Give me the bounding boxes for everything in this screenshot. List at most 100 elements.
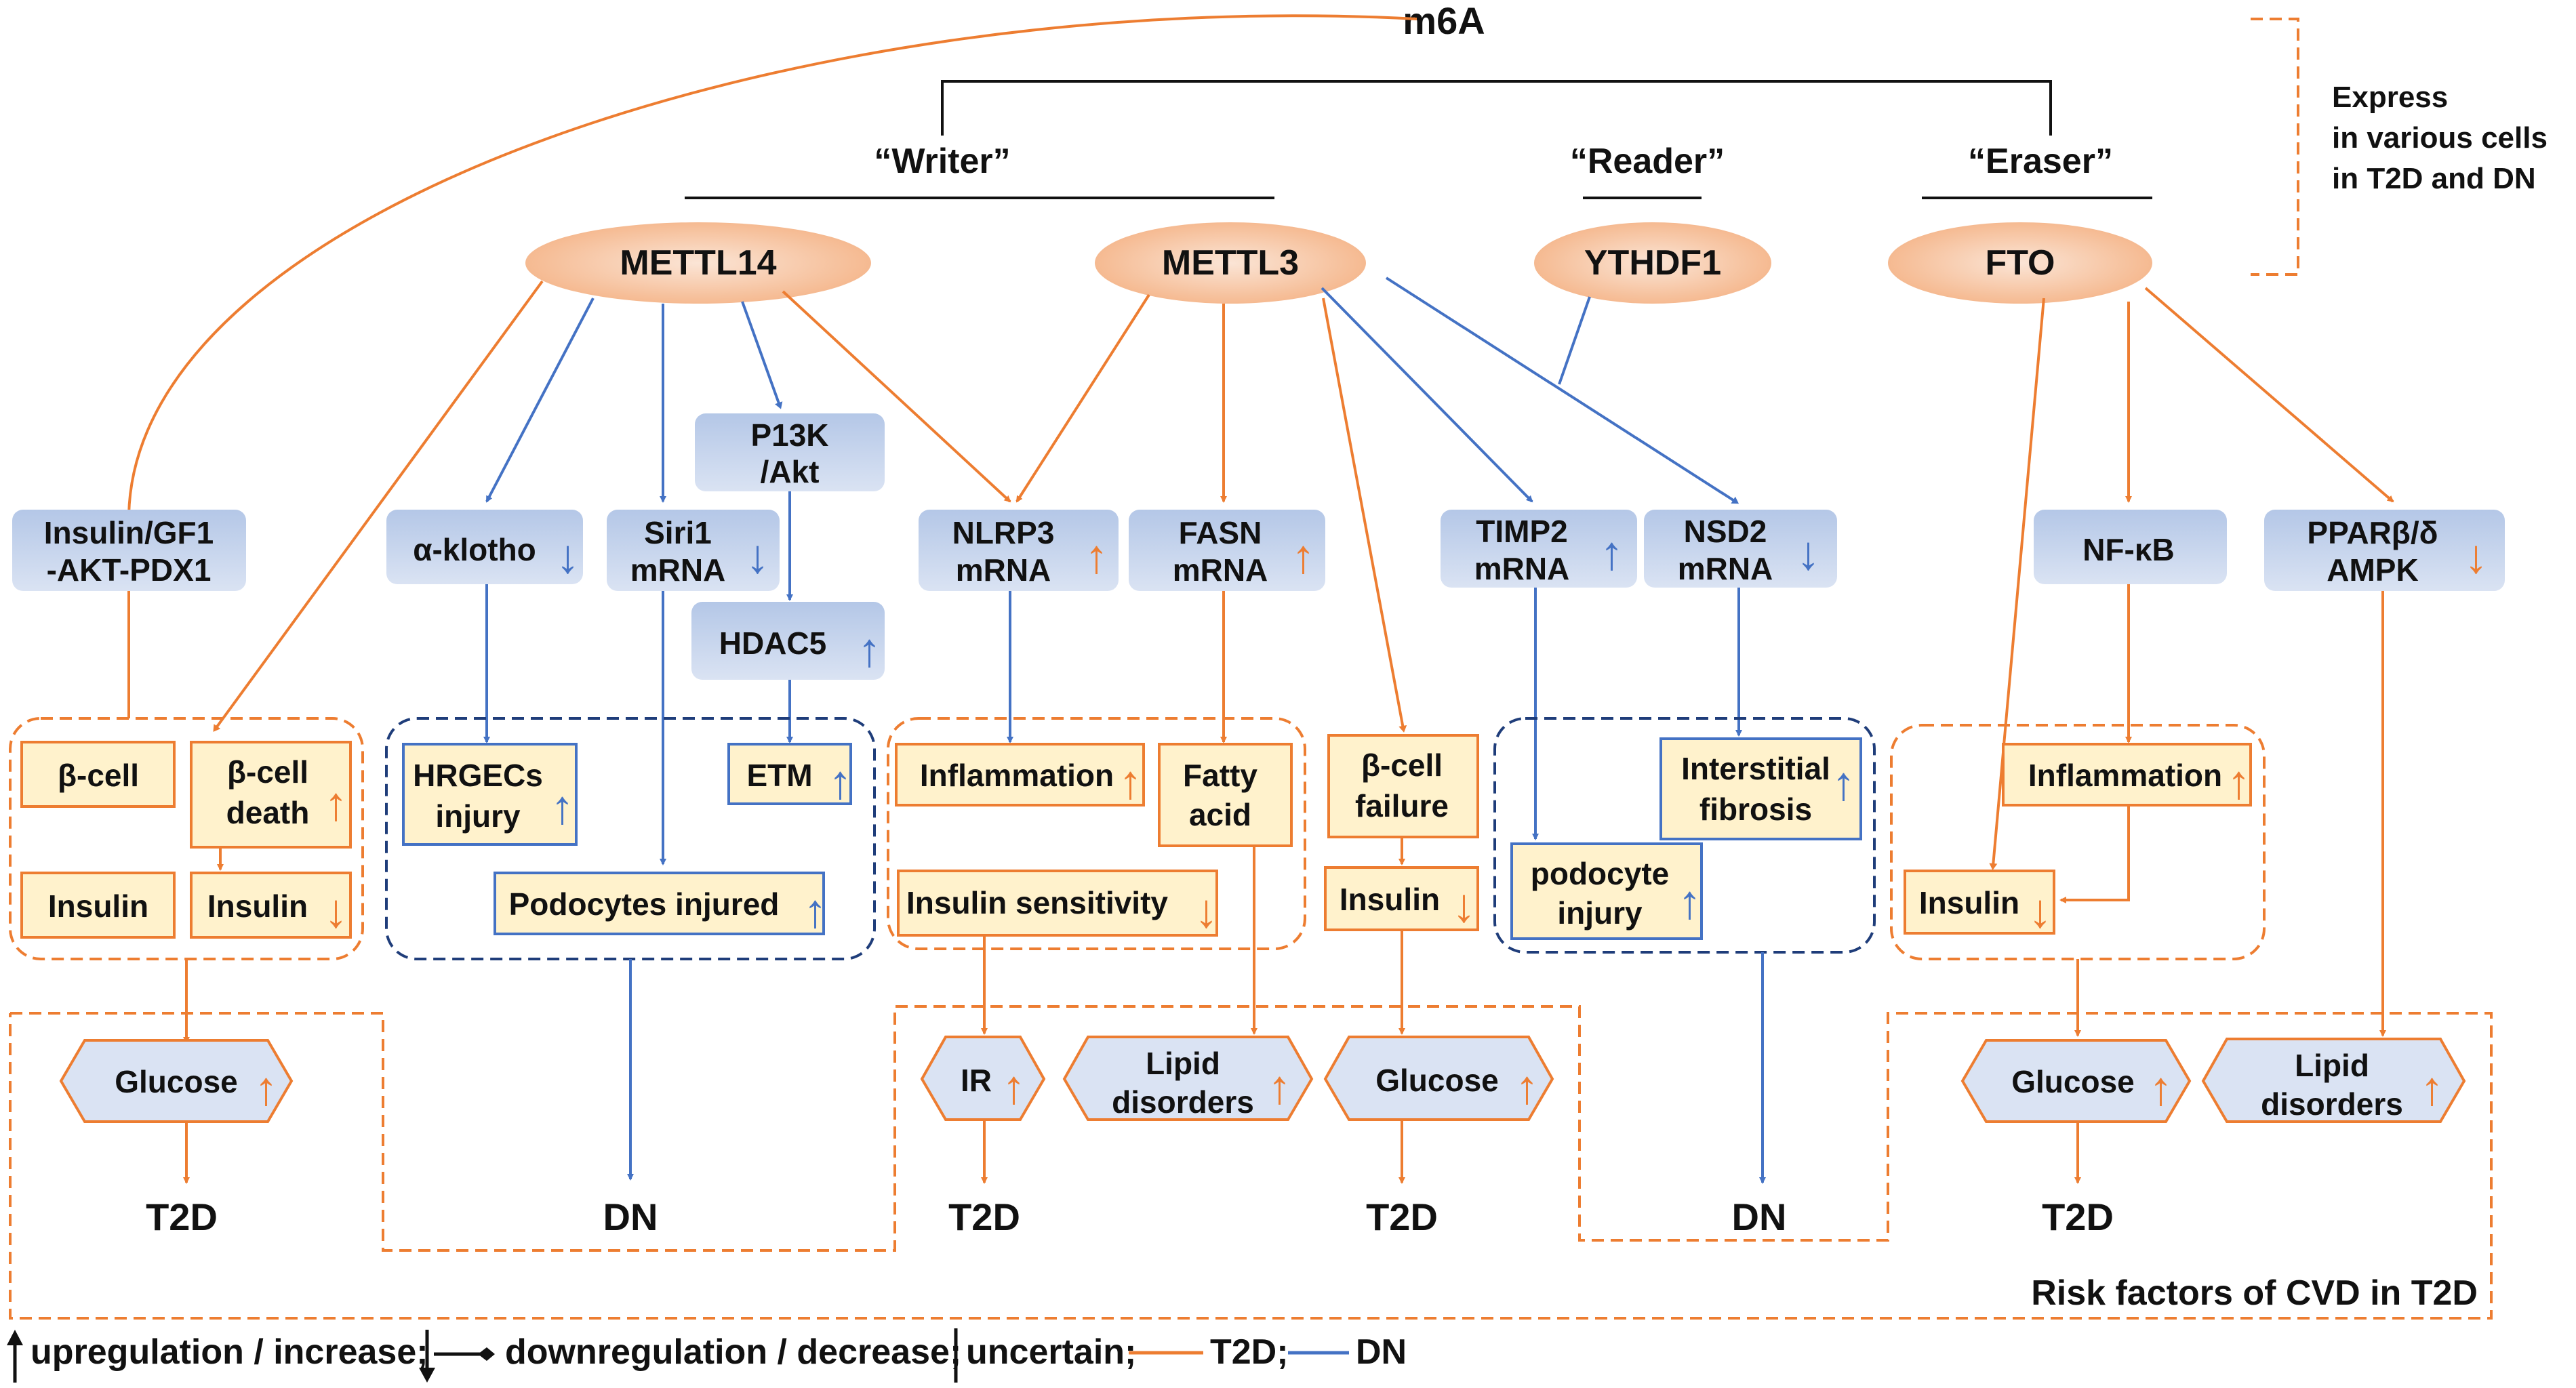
svg-text:T2D;: T2D; [1210,1332,1289,1372]
down-arrow-icon: ↓ [556,530,580,583]
svg-text:mRNA: mRNA [1474,551,1570,586]
bracket-note-3: in T2D and DN [2332,162,2536,195]
effect-interstitial-fibrosis: Interstitial fibrosis ↑ [1659,737,1862,840]
svg-text:YTHDF1: YTHDF1 [1584,243,1721,283]
svg-text:acid: acid [1189,797,1251,832]
target-nfkb: NF-κB [2034,510,2227,584]
svg-text:METTL14: METTL14 [620,243,776,283]
target-timp2: TIMP2 mRNA ↑ [1441,510,1637,588]
arrows-mettl3 [1015,277,1739,733]
group-mettl3-dn [1493,717,1876,954]
up-arrow-icon: ↑ [254,1062,278,1115]
outcome-ir: IR ↑ [920,1036,1046,1121]
up-arrow-icon [7,1330,23,1345]
svg-text:Lipid: Lipid [2295,1048,2369,1083]
enzyme-fto: FTO [1888,222,2152,304]
svg-text:FASN: FASN [1179,515,1262,550]
effect-beta-cell-death: β-cell death ↑ [190,741,352,849]
group-fto-t2d [1890,724,2266,960]
svg-text:Interstitial: Interstitial [1681,751,1830,786]
effect-insulin-b: Insulin ↓ [190,872,352,939]
svg-text:β-cell: β-cell [1361,748,1443,783]
down-arrow-icon: ↓ [746,530,769,583]
disease-t2d-b: T2D [948,1196,1020,1238]
bracket-note-2: in various cells [2332,121,2548,155]
svg-text:death: death [226,795,310,830]
svg-text:Glucose: Glucose [1375,1063,1499,1098]
svg-text:PPARβ/δ: PPARβ/δ [2307,515,2438,550]
svg-text:ETM: ETM [746,758,812,793]
target-alpha-klotho: α-klotho ↓ [386,510,583,584]
effect-insulin-a: Insulin [20,872,176,939]
svg-text:HDAC5: HDAC5 [719,626,826,661]
svg-text:Podocytes injured: Podocytes injured [509,886,780,922]
up-arrow-icon: ↑ [1268,1061,1291,1114]
effect-etm: ETM ↑ [727,743,852,809]
svg-text:NLRP3: NLRP3 [952,515,1055,550]
svg-text:β-cell: β-cell [227,754,308,790]
svg-text:podocyte: podocyte [1531,856,1669,891]
up-arrow-icon: ↑ [1119,756,1142,809]
svg-text:injury: injury [435,798,521,834]
arrows-mettl14 [213,280,1011,732]
effect-beta-cell-failure: β-cell failure [1327,734,1479,838]
svg-text:NF-κB: NF-κB [2082,532,2175,567]
up-arrow-icon: ↑ [1678,876,1702,928]
target-siri1: Siri1 mRNA ↓ [607,510,780,591]
svg-text:-AKT-PDX1: -AKT-PDX1 [47,552,212,588]
svg-text:upregulation / increase;: upregulation / increase; [31,1332,428,1372]
svg-text:Insulin: Insulin [207,889,308,924]
arrows-to-disease [183,1120,2081,1184]
svg-text:HRGECs: HRGECs [413,758,543,793]
svg-text:disorders: disorders [2261,1086,2403,1122]
outcome-glucose-b: Glucose ↑ [1323,1036,1554,1121]
outcome-glucose-a: Glucose ↑ [59,1039,294,1123]
up-arrow-icon: ↑ [1085,530,1108,583]
writer-label: “Writer” [874,142,1010,181]
svg-text:Glucose: Glucose [115,1064,238,1099]
role-connector [941,80,2052,136]
target-nlrp3: NLRP3 mRNA ↑ [919,510,1119,591]
up-arrow-icon: ↑ [1291,530,1315,583]
svg-text:METTL3: METTL3 [1162,243,1299,283]
up-arrow-icon: ↑ [1600,527,1624,579]
target-nsd2: NSD2 mRNA ↓ [1644,510,1837,588]
svg-text:Siri1: Siri1 [644,515,712,550]
eraser-label: “Eraser” [1968,142,2113,181]
svg-text:Insulin: Insulin [1919,885,2019,920]
svg-text:Insulin: Insulin [1340,882,1440,917]
svg-text:injury: injury [1557,895,1643,931]
group-mettl3-t2d [887,717,1306,950]
svg-text:Fatty: Fatty [1183,758,1257,793]
enzyme-ythdf1: YTHDF1 [1534,222,1771,304]
target-ppar-ampk: PPARβ/δ AMPK ↓ [2264,510,2505,591]
effect-insulin-sensitivity: Insulin sensitivity ↓ [897,870,1218,937]
legend: upregulation / increase; downregulation … [7,1328,1407,1383]
up-arrow-icon: ↑ [2227,756,2251,809]
svg-text:disorders: disorders [1112,1084,1254,1120]
svg-text:Lipid: Lipid [1146,1046,1220,1081]
svg-text:fibrosis: fibrosis [1699,792,1812,827]
outcome-lipid-disorders-b: Lipid disorders ↑ [2201,1038,2466,1123]
effect-insulin-c: Insulin ↓ [1324,866,1479,932]
svg-text:P13K: P13K [750,417,828,453]
disease-t2d-a: T2D [146,1196,218,1238]
risk-region [9,1005,2493,1320]
svg-text:mRNA: mRNA [1173,552,1268,588]
up-arrow-icon: ↑ [1002,1061,1026,1114]
down-arrow-icon [419,1368,435,1383]
svg-text:AMPK: AMPK [2327,552,2418,588]
up-arrow-icon: ↑ [1515,1061,1539,1114]
enzyme-mettl3: METTL3 [1095,222,1366,304]
target-hdac5: HDAC5 ↑ [691,602,885,680]
up-arrow-icon: ↑ [1832,757,1855,810]
svg-text:/Akt: /Akt [761,454,820,489]
disease-t2d-d: T2D [2042,1196,2114,1238]
up-arrow-icon: ↑ [324,777,348,830]
up-arrow-icon: ↑ [828,756,852,809]
svg-text:mRNA: mRNA [956,552,1051,588]
svg-text:failure: failure [1355,788,1449,823]
target-pi3k-akt: P13K /Akt [695,413,885,491]
up-arrow-icon: ↑ [2420,1062,2444,1115]
